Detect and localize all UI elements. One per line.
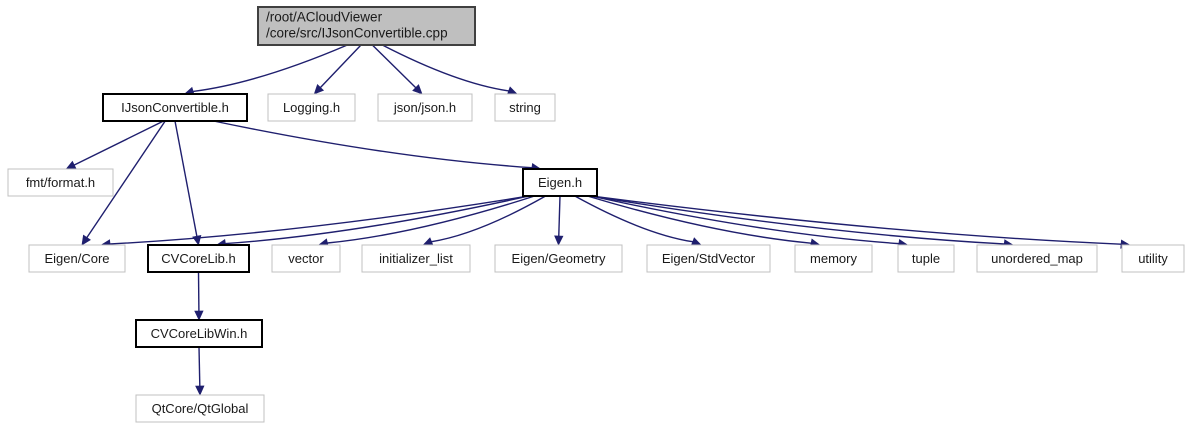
graph-node-cvcorelibwin_h[interactable]: CVCoreLibWin.h — [135, 319, 263, 348]
node-label: initializer_list — [379, 251, 453, 266]
node-box — [28, 244, 126, 273]
node-box — [147, 244, 250, 273]
dependency-arrowhead — [554, 235, 564, 246]
node-box — [897, 244, 955, 273]
dependency-edge — [382, 44, 509, 92]
dependency-arrowhead — [81, 234, 91, 246]
node-layer: /root/ACloudViewer/core/src/IJsonConvert… — [7, 6, 1185, 423]
dependency-arrowhead — [192, 234, 202, 246]
node-box — [135, 394, 265, 423]
dependency-edge — [193, 44, 348, 93]
graph-node-qtcore_qtglobal[interactable]: QtCore/QtGlobal — [135, 394, 265, 423]
dependency-edge — [587, 195, 812, 244]
dependency-edge — [225, 195, 530, 245]
graph-node-eigen_core[interactable]: Eigen/Core — [28, 244, 126, 273]
node-label: QtCore/QtGlobal — [152, 401, 249, 416]
dependency-edge — [431, 195, 546, 243]
graph-node-eigen_stdvector[interactable]: Eigen/StdVector — [646, 244, 771, 273]
node-box — [377, 93, 473, 122]
dependency-arrowhead — [412, 84, 423, 95]
graph-node-cvcorelib_h[interactable]: CVCoreLib.h — [147, 244, 250, 273]
node-label: memory — [810, 251, 857, 266]
graph-node-ijsonconvertible_h[interactable]: IJsonConvertible.h — [102, 93, 248, 122]
graph-node-utility[interactable]: utility — [1121, 244, 1185, 273]
graph-node-logging_h[interactable]: Logging.h — [267, 93, 356, 122]
node-label: unordered_map — [991, 251, 1083, 266]
graph-node-unordered_map[interactable]: unordered_map — [976, 244, 1098, 273]
graph-node-root[interactable]: /root/ACloudViewer/core/src/IJsonConvert… — [257, 6, 476, 46]
node-box — [7, 168, 114, 197]
dependency-edge — [73, 120, 164, 166]
node-label: Eigen/StdVector — [662, 251, 756, 266]
graph-node-string[interactable]: string — [494, 93, 556, 122]
node-box — [494, 93, 556, 122]
node-box — [361, 244, 471, 273]
dependency-edge — [590, 195, 1122, 245]
node-box — [102, 93, 248, 122]
dependency-edge — [371, 44, 417, 89]
graph-node-initializer_list[interactable]: initializer_list — [361, 244, 471, 273]
dependency-arrowhead — [313, 84, 325, 95]
node-label: Eigen/Geometry — [512, 251, 606, 266]
node-label: IJsonConvertible.h — [121, 100, 229, 115]
node-box — [646, 244, 771, 273]
edge-layer — [65, 44, 1131, 396]
graph-node-eigen_geometry[interactable]: Eigen/Geometry — [494, 244, 623, 273]
node-box — [522, 168, 598, 197]
node-box — [257, 6, 476, 46]
node-label: Eigen/Core — [44, 251, 109, 266]
dependency-edge — [590, 195, 899, 245]
node-label: tuple — [912, 251, 940, 266]
dependency-edge — [213, 120, 532, 169]
dependency-arrowhead — [422, 237, 434, 246]
node-box — [494, 244, 623, 273]
node-label: vector — [288, 251, 324, 266]
dependency-edge — [174, 120, 198, 237]
graph-node-fmt_format_h[interactable]: fmt/format.h — [7, 168, 114, 197]
node-label: utility — [1138, 251, 1168, 266]
node-box — [267, 93, 356, 122]
dependency-edge — [86, 120, 166, 238]
dependency-edge — [574, 195, 693, 243]
dependency-edge — [590, 195, 1005, 245]
node-label: CVCoreLibWin.h — [151, 326, 248, 341]
dependency-edge — [198, 346, 201, 387]
dependency-edge — [110, 195, 530, 245]
dependency-arrowhead — [65, 160, 77, 170]
graph-node-json_json_h[interactable]: json/json.h — [377, 93, 473, 122]
dependency-edge — [558, 195, 561, 237]
node-box — [976, 244, 1098, 273]
graph-node-vector[interactable]: vector — [271, 244, 341, 273]
graph-node-tuple[interactable]: tuple — [897, 244, 955, 273]
dependency-arrowhead — [690, 237, 702, 246]
node-box — [1121, 244, 1185, 273]
node-label-line2: /core/src/IJsonConvertible.cpp — [266, 26, 448, 41]
node-label: fmt/format.h — [26, 175, 95, 190]
dependency-arrowhead — [195, 385, 205, 396]
node-label: CVCoreLib.h — [161, 251, 235, 266]
node-box — [271, 244, 341, 273]
dependency-arrowhead — [194, 310, 204, 321]
graph-node-eigen_h[interactable]: Eigen.h — [522, 168, 598, 197]
node-label: Logging.h — [283, 100, 340, 115]
dependency-edge — [319, 44, 362, 88]
graph-node-memory[interactable]: memory — [794, 244, 873, 273]
node-box — [794, 244, 873, 273]
dependency-edge — [327, 195, 535, 244]
node-label: Eigen.h — [538, 175, 582, 190]
node-box — [135, 319, 263, 348]
node-label: string — [509, 100, 541, 115]
node-label: json/json.h — [393, 100, 456, 115]
node-label-line1: /root/ACloudViewer — [266, 10, 383, 25]
